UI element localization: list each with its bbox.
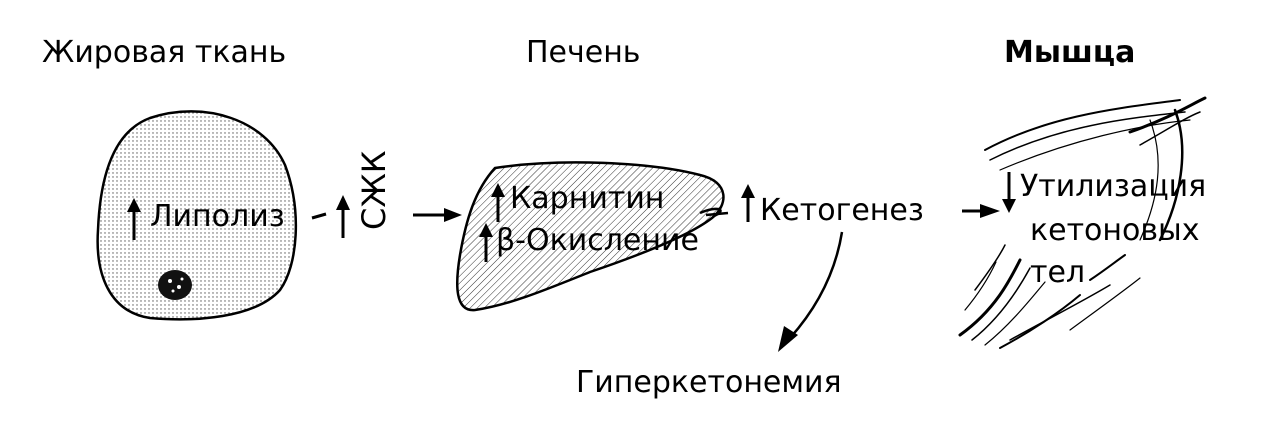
- nefa-up-arrow: [336, 195, 350, 238]
- muscle-fibers: [958, 96, 1207, 349]
- lipolysis-dash: [311, 212, 327, 220]
- label-carnitine: Карнитин: [510, 181, 665, 216]
- utilization-down-arrow: [1002, 172, 1016, 213]
- heading-muscle: Мышца: [1004, 35, 1136, 70]
- arrow-to-liver: [413, 208, 462, 222]
- adipose-cell: [96, 110, 298, 321]
- label-lipolysis: Липолиз: [150, 199, 285, 234]
- label-utilization-line2: кетоновых: [1030, 213, 1200, 248]
- label-beta-oxidation: β-Окисление: [496, 223, 699, 258]
- liver-shape: [455, 161, 725, 312]
- carnitine-up-arrow: [491, 183, 505, 222]
- cell-nucleus: [158, 270, 192, 300]
- arrow-to-muscle: [962, 204, 1000, 218]
- ketogenesis-up-arrow: [741, 184, 755, 222]
- beta-oxidation-up-arrow: [479, 223, 493, 262]
- heading-adipose-tissue: Жировая ткань: [42, 35, 287, 70]
- label-nefa: СЖК: [355, 150, 393, 230]
- heading-liver: Печень: [526, 35, 641, 70]
- label-hyperketonemia: Гиперкетонемия: [576, 365, 842, 400]
- label-utilization-line1: Утилизация: [1020, 169, 1207, 204]
- label-ketogenesis: Кетогенез: [760, 193, 924, 228]
- arrow-to-hyperketonemia: [778, 231, 844, 352]
- label-utilization-line3: тел: [1030, 255, 1086, 290]
- lipolysis-up-arrow: [127, 198, 141, 240]
